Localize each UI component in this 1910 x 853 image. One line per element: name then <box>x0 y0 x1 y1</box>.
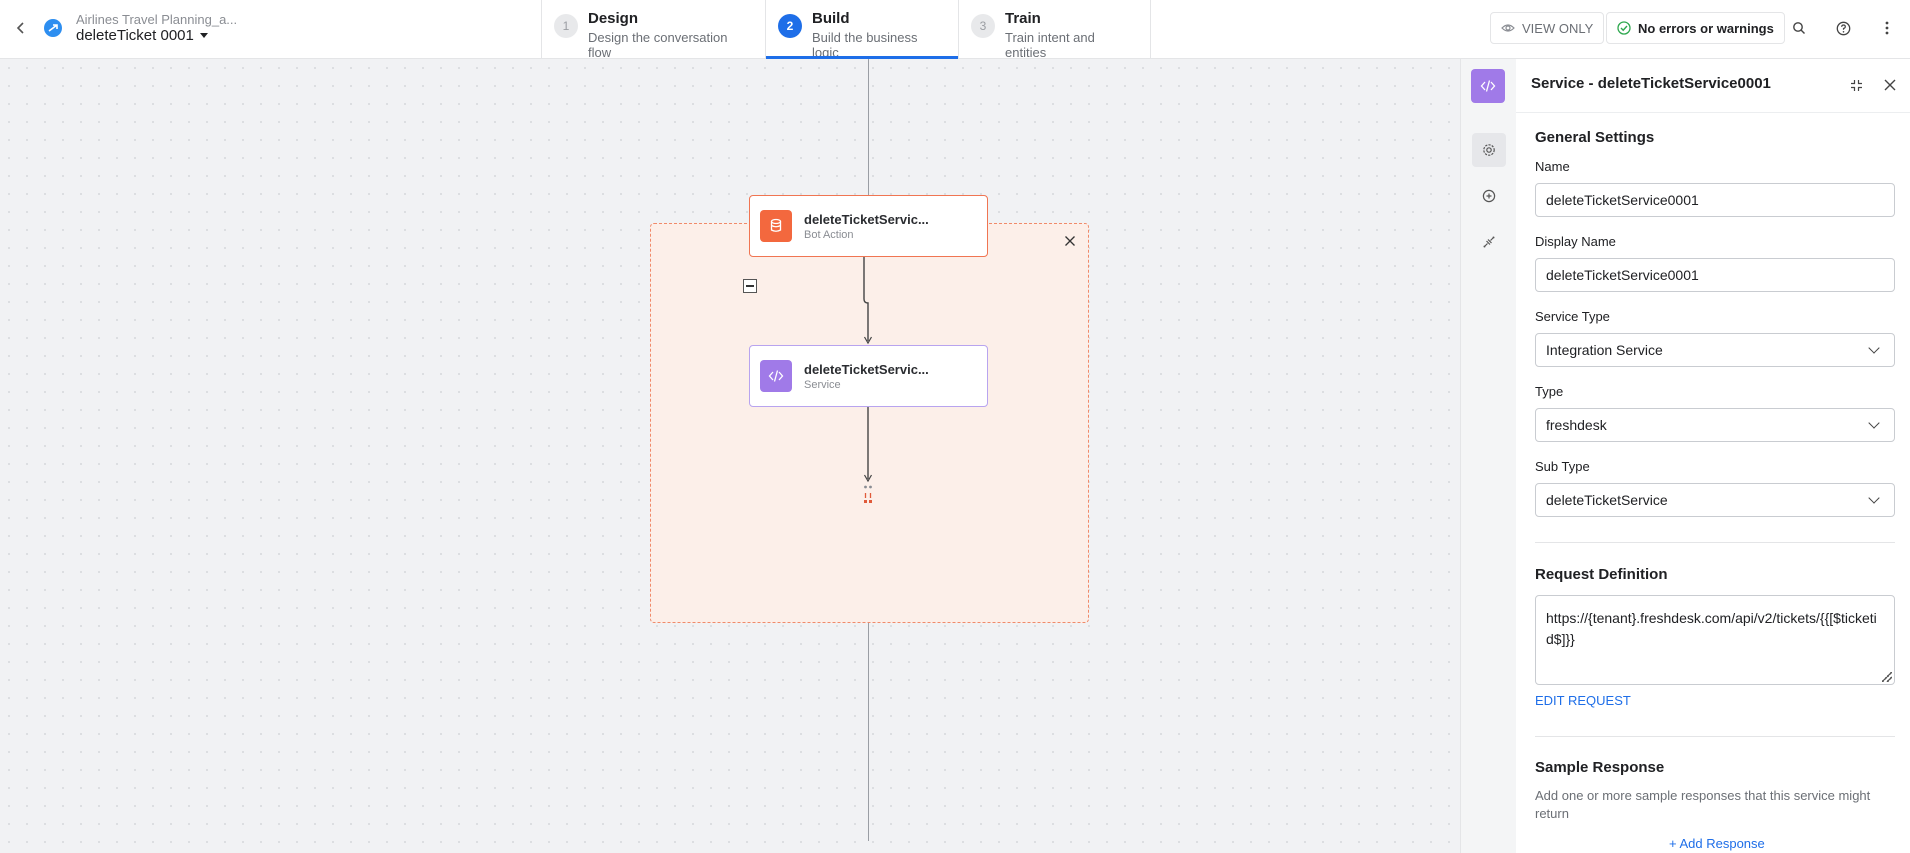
display-name-field[interactable]: deleteTicketService0001 <box>1535 258 1895 292</box>
step-description: Train intent and entities <box>1005 30 1095 60</box>
status-label: No errors or warnings <box>1638 20 1774 36</box>
step-description: Build the business logic <box>812 30 918 60</box>
request-url-textarea[interactable]: https://{tenant}.freshdesk.com/api/v2/ti… <box>1535 595 1895 685</box>
display-name-value: deleteTicketService0001 <box>1546 267 1699 283</box>
connector-line <box>868 59 869 195</box>
step-title: Train <box>1005 10 1041 27</box>
node-subtitle: Service <box>804 378 841 391</box>
request-definition-heading: Request Definition <box>1535 566 1668 583</box>
type-select[interactable]: freshdesk <box>1535 408 1895 442</box>
step-number: 3 <box>971 14 995 38</box>
step-number: 2 <box>778 14 802 38</box>
add-circle-icon[interactable] <box>1472 179 1506 213</box>
service-node[interactable]: deleteTicketServic... Service <box>749 345 988 407</box>
panel-header: Service - deleteTicketService0001 <box>1516 59 1910 113</box>
eye-icon <box>1501 24 1515 32</box>
service-type-value: Integration Service <box>1546 342 1663 358</box>
connector-arrow <box>863 407 873 503</box>
sub-type-select[interactable]: deleteTicketService <box>1535 483 1895 517</box>
request-url-value: https://{tenant}.freshdesk.com/api/v2/ti… <box>1546 610 1877 647</box>
view-only-badge: VIEW ONLY <box>1490 12 1605 44</box>
tab-build[interactable]: 2 Build Build the business logic <box>766 0 959 60</box>
type-value: freshdesk <box>1546 417 1607 433</box>
sample-response-heading: Sample Response <box>1535 759 1665 776</box>
top-bar: Airlines Travel Planning_a... deleteTick… <box>0 0 1910 60</box>
chevron-down-icon <box>1868 342 1880 354</box>
general-settings-heading: General Settings <box>1535 129 1655 146</box>
close-group-icon[interactable] <box>1061 232 1079 250</box>
properties-rail <box>1460 59 1516 853</box>
divider <box>1535 736 1895 737</box>
step-title: Build <box>812 10 850 27</box>
edit-request-link[interactable]: EDIT REQUEST <box>1535 693 1631 708</box>
sub-type-label: Sub Type <box>1535 459 1590 474</box>
node-title: deleteTicketServic... <box>804 361 929 377</box>
step-number: 1 <box>554 14 578 38</box>
name-value: deleteTicketService0001 <box>1546 192 1699 208</box>
back-arrow-icon[interactable] <box>10 17 32 39</box>
node-subtitle: Bot Action <box>804 228 854 241</box>
more-options-icon[interactable] <box>1876 17 1898 39</box>
help-icon[interactable] <box>1832 17 1854 39</box>
name-label: Name <box>1535 159 1570 174</box>
settings-gear-icon[interactable] <box>1472 133 1506 167</box>
validation-status-button[interactable]: No errors or warnings <box>1606 12 1785 44</box>
step-title: Design <box>588 10 639 27</box>
panel-title: Service - deleteTicketService0001 <box>1531 75 1771 92</box>
service-type-label: Service Type <box>1535 309 1610 324</box>
service-code-icon <box>1471 69 1505 103</box>
node-group-container[interactable] <box>650 223 1089 623</box>
check-circle-icon <box>1617 21 1631 35</box>
app-subtitle: Airlines Travel Planning_a... <box>76 12 238 27</box>
divider <box>1535 542 1895 543</box>
dialog-title: deleteTicket 0001 <box>76 27 194 44</box>
tab-design[interactable]: 1 Design Design the conversation flow <box>542 0 766 60</box>
sub-type-value: deleteTicketService <box>1546 492 1668 508</box>
view-only-label: VIEW ONLY <box>1522 20 1594 36</box>
name-field[interactable]: deleteTicketService0001 <box>1535 183 1895 217</box>
connections-icon[interactable] <box>1472 225 1506 259</box>
app-logo-icon <box>44 19 62 37</box>
dialog-selector[interactable]: deleteTicket 0001 <box>76 27 208 44</box>
sample-response-help: Add one or more sample responses that th… <box>1535 788 1871 821</box>
chevron-down-icon <box>1868 492 1880 504</box>
tab-train[interactable]: 3 Train Train intent and entities <box>959 0 1151 60</box>
step-tabs: 1 Design Design the conversation flow 2 … <box>541 0 1151 60</box>
type-label: Type <box>1535 384 1564 399</box>
bot-action-icon <box>760 210 792 242</box>
connector-arrow <box>863 257 873 345</box>
minimize-icon[interactable] <box>1846 75 1866 95</box>
display-name-label: Display Name <box>1535 234 1616 249</box>
resize-handle-icon[interactable] <box>1882 672 1892 682</box>
step-description: Design the conversation flow <box>588 30 728 60</box>
node-title: deleteTicketServic... <box>804 211 929 227</box>
add-response-link[interactable]: + Add Response <box>1669 836 1765 851</box>
bot-action-node[interactable]: deleteTicketServic... Bot Action <box>749 195 988 257</box>
code-icon <box>760 360 792 392</box>
service-type-select[interactable]: Integration Service <box>1535 333 1895 367</box>
close-icon[interactable] <box>1880 75 1900 95</box>
connector-line <box>868 623 869 841</box>
flow-canvas[interactable]: deleteTicketServic... Bot Action deleteT… <box>0 59 1460 853</box>
properties-panel: Service - deleteTicketService0001 Genera… <box>1516 59 1910 853</box>
caret-down-icon <box>199 33 208 38</box>
collapse-group-button[interactable] <box>743 279 757 293</box>
search-icon[interactable] <box>1788 17 1810 39</box>
chevron-down-icon <box>1868 417 1880 429</box>
